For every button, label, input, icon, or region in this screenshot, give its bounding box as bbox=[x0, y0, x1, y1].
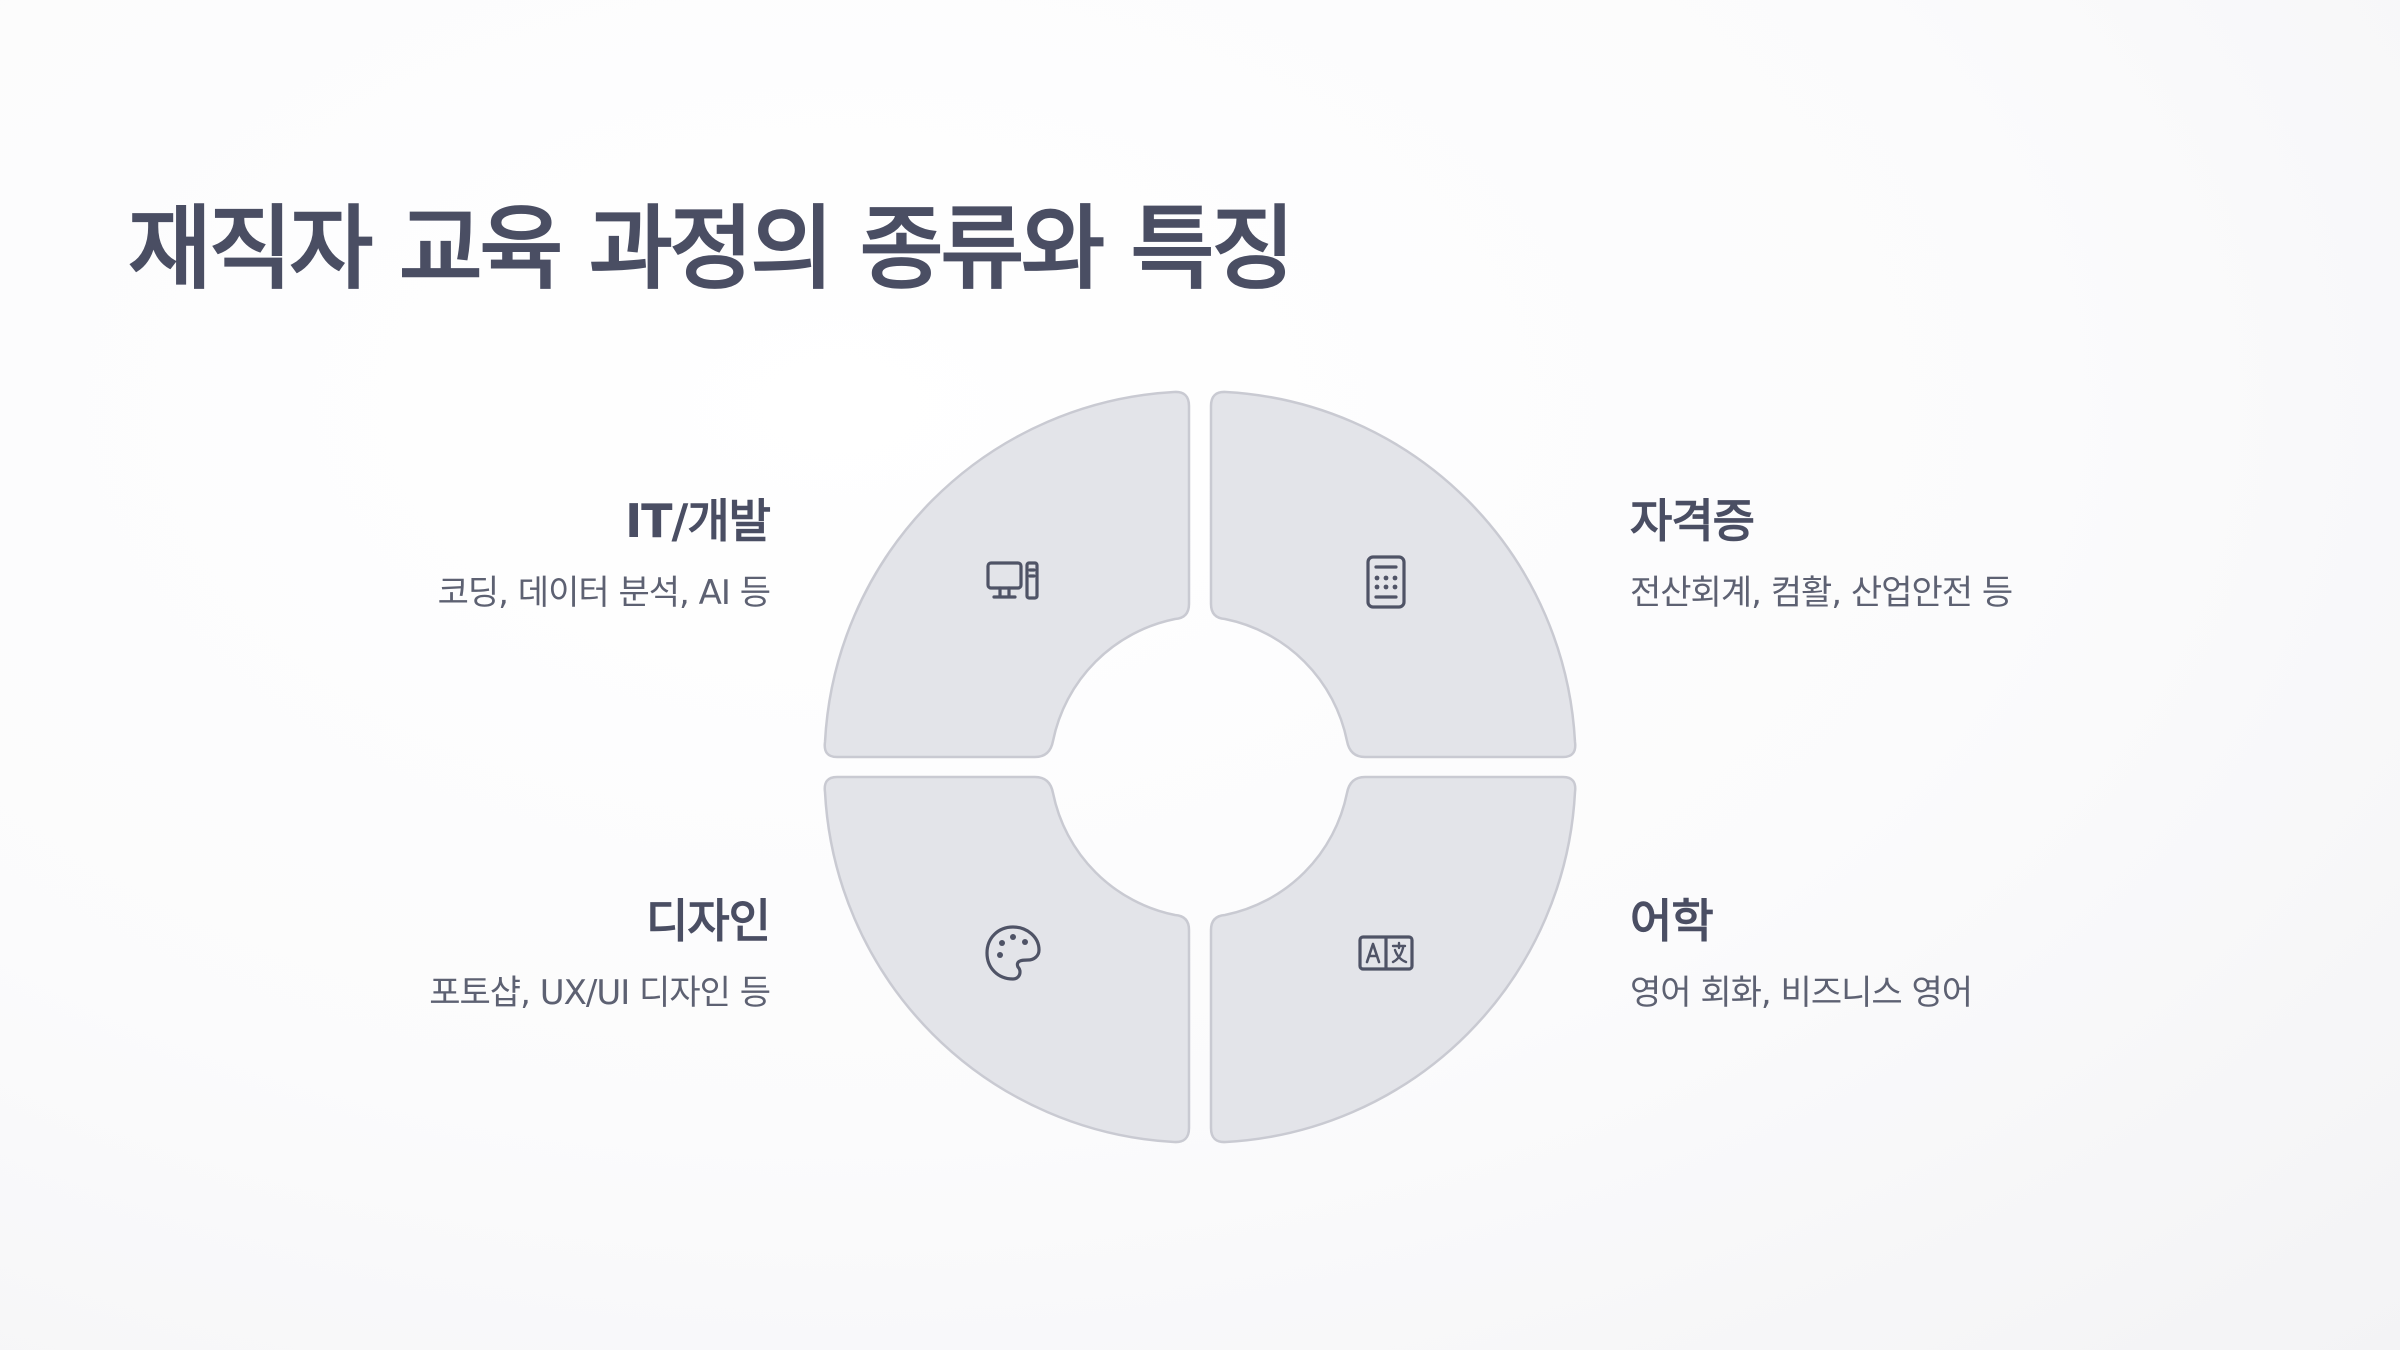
calculator-icon bbox=[1366, 555, 1406, 609]
page-title: 재직자 교육 과정의 종류와 특징 bbox=[128, 197, 1295, 302]
segment-it-label: IT/개발 코딩, 데이터 분석, AI 등 bbox=[210, 494, 771, 615]
segment-lang-title: 어학 bbox=[1630, 894, 1714, 948]
segment-design bbox=[823, 775, 1191, 1144]
segment-cert-label: 자격증 전산회계, 컴활, 산업안전 등 bbox=[1630, 494, 2190, 615]
segment-cert-description: 전산회계, 컴활, 산업안전 등 bbox=[1630, 573, 2013, 614]
segment-it bbox=[823, 390, 1191, 759]
segment-design-title: 디자인 bbox=[646, 894, 771, 948]
segment-design-description: 포토샵, UX/UI 디자인 등 bbox=[429, 973, 771, 1014]
segment-lang-label: 어학 영어 회화, 비즈니스 영어 bbox=[1630, 894, 2190, 1015]
segment-it-description: 코딩, 데이터 분석, AI 등 bbox=[437, 573, 771, 614]
segment-lang-description: 영어 회화, 비즈니스 영어 bbox=[1630, 973, 1973, 1014]
segment-cert bbox=[1209, 390, 1577, 759]
segment-lang bbox=[1209, 775, 1577, 1144]
translate-icon bbox=[1358, 935, 1414, 971]
segment-cert-title: 자격증 bbox=[1630, 494, 1755, 548]
segment-design-label: 디자인 포토샵, UX/UI 디자인 등 bbox=[210, 894, 771, 1015]
segment-it-title: IT/개발 bbox=[625, 494, 771, 548]
computer-icon bbox=[986, 561, 1039, 600]
palette-icon bbox=[985, 925, 1041, 981]
